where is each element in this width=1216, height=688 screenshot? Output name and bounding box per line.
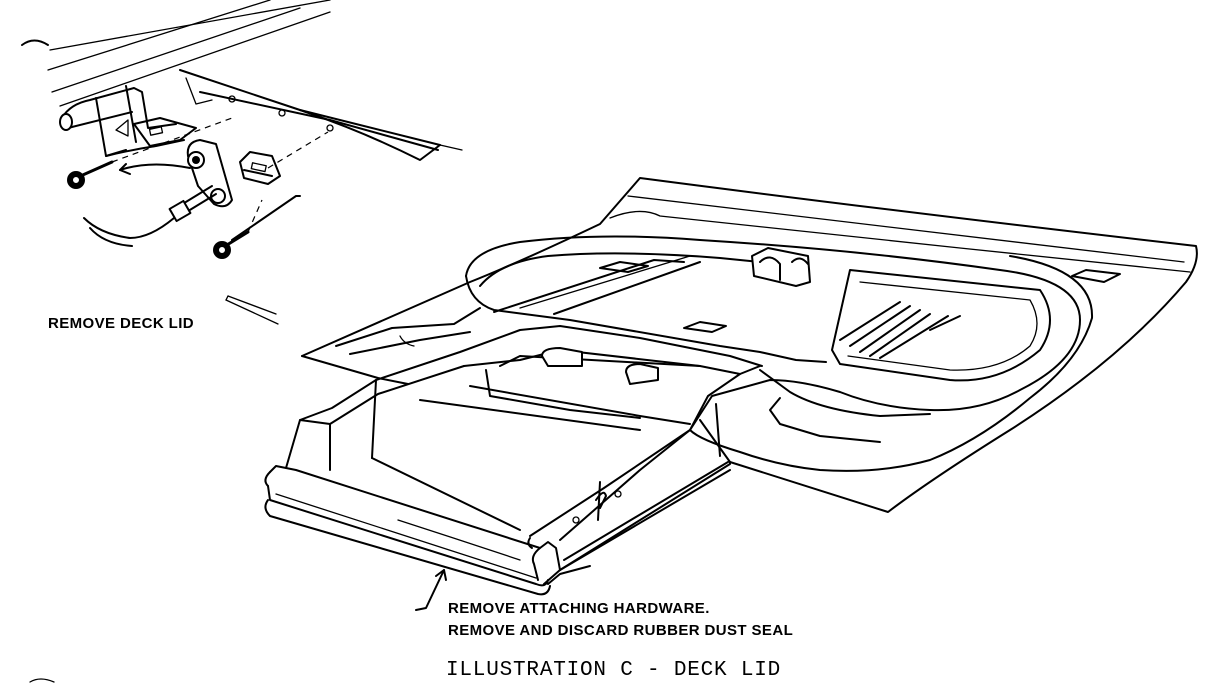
hinge-detail-inset xyxy=(21,0,463,325)
deck-lid-assembly xyxy=(264,177,1198,611)
remove-deck-lid-label: REMOVE DECK LID xyxy=(48,315,195,332)
discard-seal-label: REMOVE AND DISCARD RUBBER DUST SEAL xyxy=(448,622,794,639)
illustration-caption: ILLUSTRATION C - DECK LID xyxy=(446,659,782,682)
remove-hardware-label: REMOVE ATTACHING HARDWARE. xyxy=(448,600,710,617)
